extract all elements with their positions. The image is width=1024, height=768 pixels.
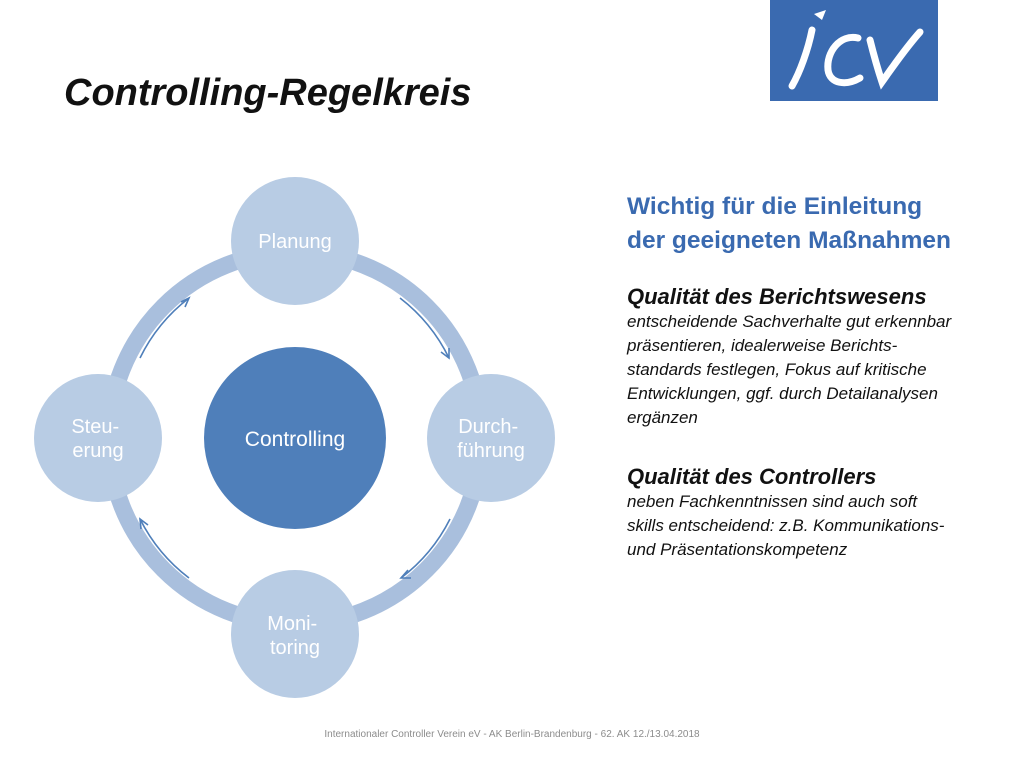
headline-line-2: der geeigneten Maßnahmen [627, 227, 952, 254]
node-durchfuehrung: Durch- führung [427, 374, 555, 502]
arrow-monitoring-to-steuerung [139, 518, 190, 579]
berichtswesen-line-2: präsentieren, idealerweise Berichts- [627, 336, 898, 355]
controller-line-1: neben Fachkenntnissen sind auch soft [627, 492, 918, 511]
arrow-head-1 [440, 348, 450, 360]
berichtswesen-line-3: standards festlegen, Fokus auf kritische [627, 360, 927, 379]
node-steuerung-line-2: erung [72, 440, 123, 462]
controller-line-3: und Präsentationskompetenz [627, 540, 848, 559]
node-durchfuehrung-line-2: führung [457, 440, 525, 462]
node-steuerung-label: Steu- erung [71, 416, 124, 462]
slide-footer: Internationaler Controller Verein eV - A… [324, 729, 700, 740]
node-steuerung: Steu- erung [34, 374, 162, 502]
section-controller: Qualität des Controllers neben Fachkennt… [627, 464, 1017, 562]
node-durchfuehrung-label: Durch- führung [457, 416, 525, 462]
center-label: Controlling [245, 428, 345, 451]
node-durchfuehrung-line-1: Durch- [458, 416, 518, 438]
arrow-head-3 [139, 517, 149, 530]
section-berichtswesen: Qualität des Berichtswesens entscheidend… [627, 284, 1017, 430]
node-monitoring-label: Moni- toring [267, 613, 323, 659]
node-controlling-center: Controlling [204, 347, 386, 529]
arrow-head-4 [180, 296, 191, 308]
arrow-head-2 [399, 569, 411, 579]
berichtswesen-line-5: ergänzen [627, 408, 698, 427]
section-controller-body: neben Fachkenntnissen sind auch soft ski… [627, 490, 1017, 562]
arrow-steuerung-to-planung [139, 297, 190, 359]
arrow-planung-to-durchfuehrung [399, 297, 450, 359]
headline: Wichtig für die Einleitung der geeignete… [627, 190, 1017, 258]
node-monitoring: Moni- toring [231, 570, 359, 698]
node-planung-label: Planung [258, 231, 331, 253]
slide-title: Controlling-Regelkreis [64, 72, 472, 114]
section-controller-title: Qualität des Controllers [627, 464, 877, 489]
node-monitoring-line-2: toring [270, 637, 320, 659]
arrow-durchfuehrung-to-monitoring [400, 518, 451, 579]
node-steuerung-line-1: Steu- [71, 416, 119, 438]
section-berichtswesen-body: entscheidende Sachverhalte gut erkennbar… [627, 310, 1017, 430]
controller-line-2: skills entscheidend: z.B. Kommunikations… [627, 516, 945, 535]
controlling-cycle-diagram: Planung Durch- führung Moni- toring Steu… [34, 177, 555, 698]
explanation-panel: Wichtig für die Einleitung der geeignete… [627, 190, 1017, 562]
icv-logo [770, 0, 938, 101]
berichtswesen-line-4: Entwicklungen, ggf. durch Detailanalysen [627, 384, 938, 403]
berichtswesen-line-1: entscheidende Sachverhalte gut erkennbar [627, 312, 952, 331]
headline-line-1: Wichtig für die Einleitung [627, 193, 923, 220]
icv-logo-mark [788, 10, 924, 90]
node-monitoring-line-1: Moni- [267, 613, 317, 635]
node-planung: Planung [231, 177, 359, 305]
section-berichtswesen-title: Qualität des Berichtswesens [627, 284, 927, 309]
